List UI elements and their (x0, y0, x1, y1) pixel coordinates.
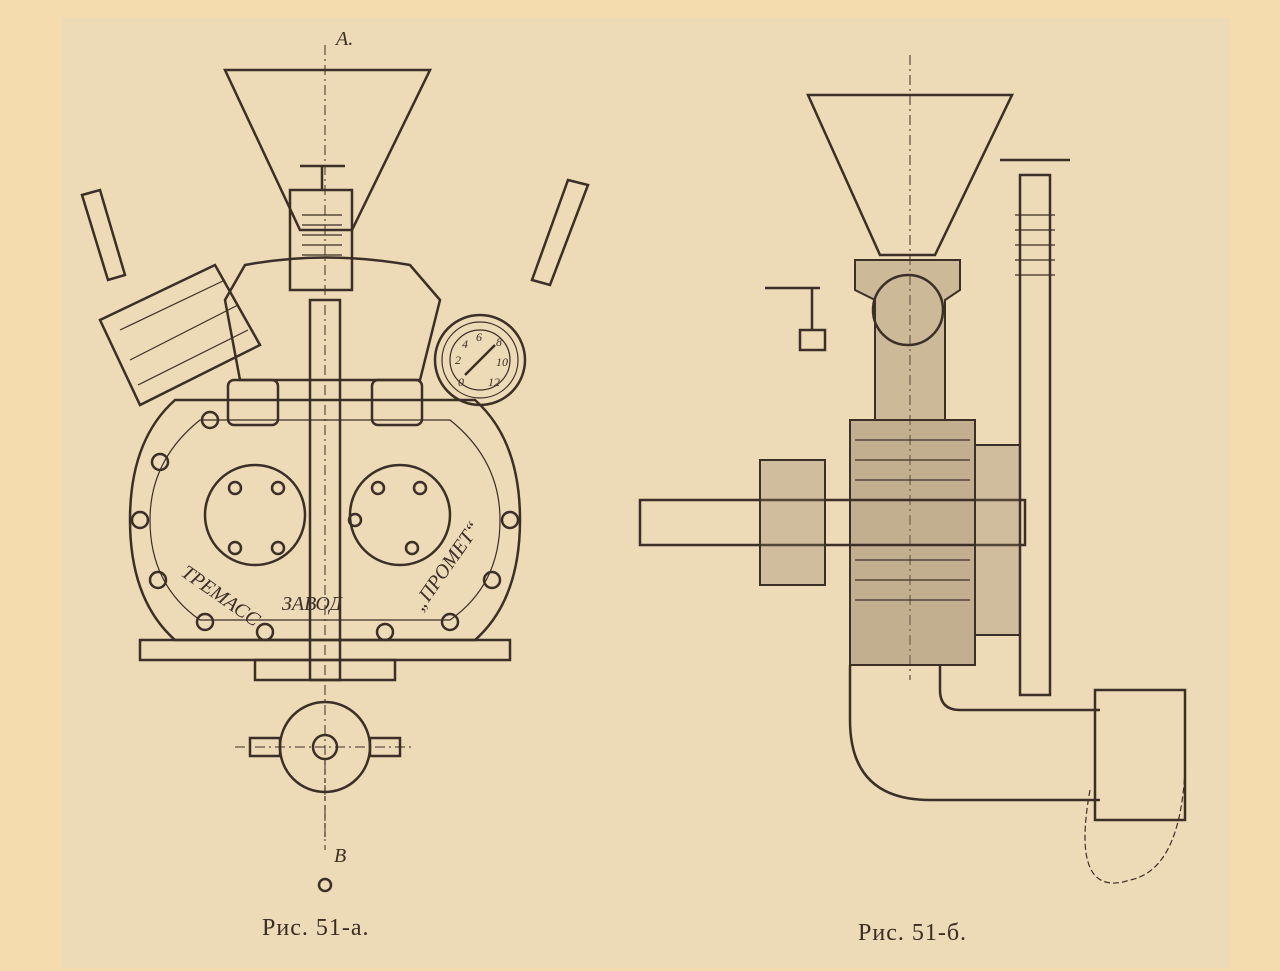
hopper (223, 68, 432, 232)
nameplate-zavod: ЗАВОД (282, 593, 343, 615)
right-rotor-cover (348, 463, 452, 567)
axis-label-b: В (334, 845, 346, 867)
pump-base (138, 638, 512, 662)
cap-chain (1084, 769, 1186, 884)
left-inlet-valve (98, 263, 262, 407)
rotor-housing (849, 419, 976, 666)
gauge-10: 10 (496, 355, 508, 369)
pressure-gauge: 0 2 4 6 8 10 12 (433, 313, 527, 407)
paper-sheet (62, 18, 1230, 968)
figure-b-section-view (638, 55, 1187, 884)
nameplate-tremass: ТРЕМАСС (177, 561, 264, 631)
valve-body (288, 188, 354, 292)
figure-a-caption: Рис. 51-а. (262, 915, 370, 941)
gauge-4: 4 (462, 337, 468, 351)
drive-shaft (638, 498, 1027, 547)
figure-b-caption: Рис. 51-б. (858, 920, 968, 946)
gauge-8: 8 (496, 335, 502, 349)
hopper (806, 93, 1014, 257)
valve-stem (1018, 173, 1052, 697)
gauge-0: 0 (458, 375, 464, 389)
figure-a-front-view: А. ТРЕМАС (80, 28, 590, 893)
gauge-2: 2 (455, 353, 461, 367)
left-lever (80, 188, 127, 282)
gauge-6: 6 (476, 330, 482, 344)
gauge-12: 12 (488, 375, 500, 389)
outlet-elbow (848, 665, 1100, 802)
left-rotor-cover (203, 463, 307, 567)
outlet-cap (1093, 688, 1187, 822)
axis-label-a: А. (334, 28, 353, 50)
right-lever (530, 178, 590, 287)
